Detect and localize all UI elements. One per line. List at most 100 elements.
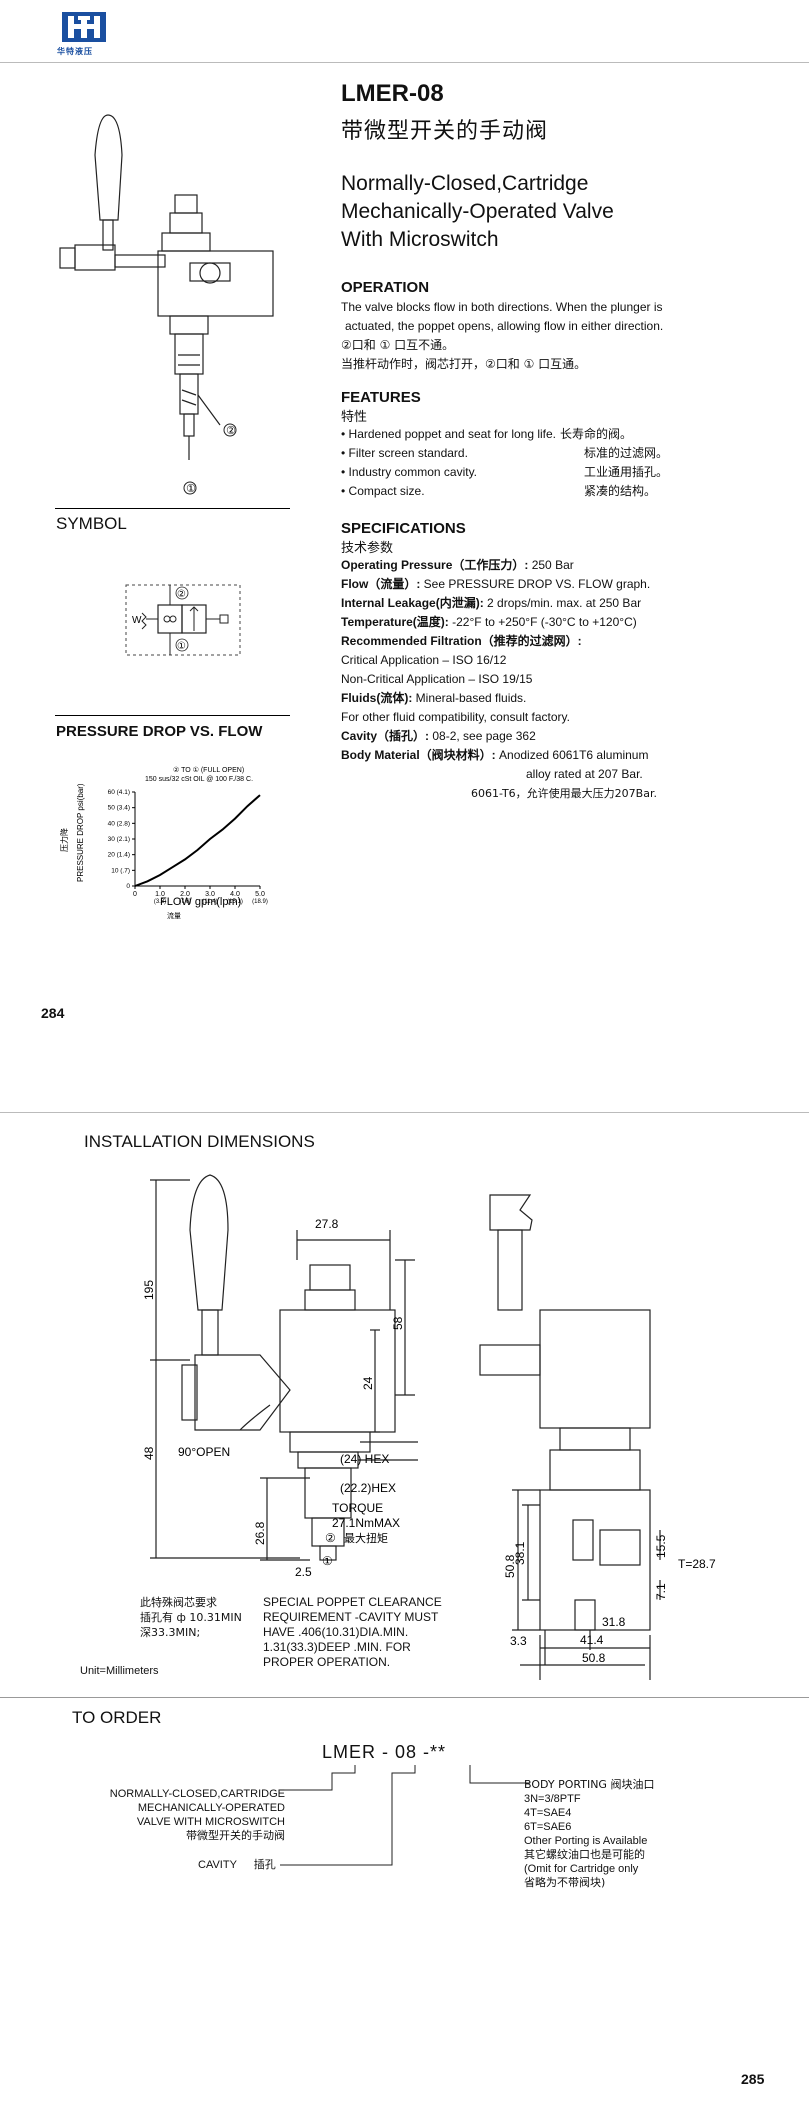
feature-cn: 紧凑的结构。: [584, 484, 657, 498]
chart-x-tick-label: 0: [133, 891, 137, 898]
chart-x-tick-label: 3.0: [205, 891, 215, 898]
feature-item: • Industry common cavity. 工业通用插孔。: [341, 463, 781, 482]
spec-value: Mineral-based fluids.: [412, 691, 527, 705]
cavity-note-en-line: REQUIREMENT -CAVITY MUST: [263, 1610, 439, 1624]
torque-label-cn: 最大扭矩: [344, 1531, 388, 1545]
spec-label: Cavity（插孔）:: [341, 729, 430, 743]
dim-24: 24: [361, 1376, 375, 1390]
chart-x-tick-sublabel: (7.6): [179, 899, 191, 905]
feature-en: • Industry common cavity.: [341, 465, 478, 479]
chart-legend-line2: 150 sus/32 cSt OIL @ 100 F./38 C.: [145, 776, 253, 783]
dim-41-4: 41.4: [580, 1633, 604, 1647]
valve-cutaway-drawing: ② ①: [59, 114, 274, 495]
chart-y-tick-label: 10 (.7): [111, 867, 130, 874]
cutaway-port2-label: ②: [226, 425, 236, 437]
installation-heading: INSTALLATION DIMENSIONS: [84, 1132, 315, 1151]
symbol-rule: [55, 508, 290, 509]
cavity-note-cn-line: 深33.3MIN;: [140, 1626, 201, 1639]
features-heading: FEATURES: [341, 389, 421, 406]
symbol-port2-label: ②: [177, 589, 186, 600]
spec-value: Critical Application – ISO 16/12: [341, 653, 507, 667]
order-description: NORMALLY-CLOSED,CARTRIDGE MECHANICALLY-O…: [68, 1787, 285, 1843]
order-description-line: VALVE WITH MICROSWITCH: [136, 1816, 285, 1828]
chart-ylabel-cn: 压力降: [59, 828, 69, 852]
cavity-note-en-line: SPECIAL POPPET CLEARANCE: [263, 1595, 442, 1609]
chart-y-tick-label: 50 (3.4): [108, 805, 130, 812]
order-description-line: NORMALLY-CLOSED,CARTRIDGE: [109, 1788, 285, 1800]
dim-195: 195: [142, 1280, 156, 1300]
spec-row: alloy rated at 207 Bar.: [341, 765, 791, 784]
symbol-heading: SYMBOL: [56, 514, 127, 533]
order-description-line: 带微型开关的手动阀: [186, 1829, 285, 1842]
operation-line: actuated, the poppet opens, allowing flo…: [345, 319, 664, 333]
chart-x-tick-label: 1.0: [155, 891, 165, 898]
operation-line: ②口和 ① 口互不通。: [341, 338, 455, 352]
spec-label: Fluids(流体):: [341, 691, 413, 705]
spec-row: Temperature(温度): -22°F to +250°F (-30°C …: [341, 613, 791, 632]
spec-row: Fluids(流体): Mineral-based fluids.: [341, 689, 791, 708]
chart-xlabel: FLOW gpm(lpm): [160, 896, 241, 908]
torque-label: TORQUE: [332, 1501, 383, 1515]
dim-50-8-vertical: 50.8: [503, 1554, 517, 1578]
feature-item: • Compact size. 紧凑的结构。: [341, 482, 781, 501]
order-divider: [0, 1697, 809, 1698]
company-logo-icon: [62, 12, 106, 42]
chart-x-tick-sublabel: (11.4): [202, 899, 217, 905]
order-porting-line: 其它螺纹油口也是可能的: [524, 1848, 645, 1861]
specifications-heading-cn: 技术参数: [341, 541, 394, 556]
feature-item: • Hardened poppet and seat for long life…: [341, 425, 781, 444]
spec-row: Flow（流量）: See PRESSURE DROP VS. FLOW gra…: [341, 575, 791, 594]
page-divider: [0, 1112, 809, 1113]
feature-en: • Compact size.: [341, 484, 425, 498]
order-porting-line: 省略为不带阀块): [524, 1876, 606, 1889]
cavity-note-cn-line: 插孔有 ф 10.31MIN: [140, 1611, 242, 1624]
chart-y-tick-label: 40 (2.8): [108, 820, 130, 827]
dim-48: 48: [142, 1446, 156, 1460]
spec-label: Operating Pressure（工作压力）:: [341, 558, 529, 572]
dim-27-8: 27.8: [315, 1217, 339, 1231]
spec-row: 6061-T6，允许使用最大压力207Bar.: [341, 784, 791, 803]
order-cavity-cn: 插孔: [253, 1858, 276, 1871]
spec-value: 6061-T6，允许使用最大压力207Bar.: [471, 787, 657, 800]
chart-y-tick-label: 30 (2.1): [108, 836, 130, 843]
chart-y-tick-label: 20 (1.4): [108, 852, 130, 859]
specifications-list: Operating Pressure（工作压力）: 250 Bar Flow（流…: [341, 556, 791, 803]
feature-cn: 工业通用插孔。: [584, 465, 669, 479]
spec-row: Recommended Filtration（推荐的过滤网）:: [341, 632, 791, 651]
dim-hex-22: (22.2)HEX: [340, 1481, 396, 1495]
spec-row: Operating Pressure（工作压力）: 250 Bar: [341, 556, 791, 575]
chinese-title: 带微型开关的手动阀: [341, 119, 549, 144]
hydraulic-symbol-drawing: W ② ①: [125, 584, 241, 656]
spec-label: Internal Leakage(内泄漏):: [341, 596, 484, 610]
english-title-line: Mechanically-Operated Valve: [341, 200, 614, 223]
spec-label: Recommended Filtration（推荐的过滤网）:: [341, 634, 582, 648]
cutaway-port1-label: ①: [186, 483, 196, 495]
chart-legend-line1: ② TO ① (FULL OPEN): [173, 766, 244, 774]
operation-line: 当推杆动作时，阀芯打开，②口和 ① 口互通。: [341, 357, 587, 371]
dim-31-8: 31.8: [602, 1615, 626, 1629]
dim-2-5: 2.5: [295, 1565, 312, 1579]
cavity-note-cn: 此特殊阀芯要求 插孔有 ф 10.31MIN 深33.3MIN;: [140, 1595, 242, 1640]
cavity-note-en: SPECIAL POPPET CLEARANCE REQUIREMENT -CA…: [263, 1595, 442, 1670]
spec-value: -22°F to +250°F (-30°C to +120°C): [448, 615, 637, 629]
feature-cn: 标准的过滤网。: [584, 446, 669, 460]
order-porting-line: BODY PORTING 阀块油口: [524, 1778, 655, 1791]
spec-label: Body Material（阀块材料）:: [341, 748, 496, 762]
operation-text: The valve blocks flow in both directions…: [341, 298, 781, 374]
specifications-heading: SPECIFICATIONS: [341, 520, 466, 537]
order-porting-line: Other Porting is Available: [524, 1835, 648, 1847]
dim-t-28-7: T=28.7: [678, 1557, 716, 1571]
spec-value: 2 drops/min. max. at 250 Bar: [483, 596, 642, 610]
chart-x-tick-sublabel: (18.9): [252, 899, 268, 905]
order-leader-lines: [280, 1765, 530, 1866]
order-cavity-text: CAVITY: [198, 1859, 237, 1871]
spec-row: Internal Leakage(内泄漏): 2 drops/min. max.…: [341, 594, 791, 613]
chart-x-tick-sublabel: (3.8): [154, 899, 166, 905]
dim-15-5: 15.5: [654, 1534, 668, 1558]
english-title-line: Normally-Closed,Cartridge: [341, 172, 589, 195]
order-porting-line: 6T=SAE6: [524, 1821, 572, 1833]
cavity-note-cn-line: 此特殊阀芯要求: [140, 1596, 217, 1609]
operation-section: OPERATION The valve blocks flow in both …: [341, 279, 781, 374]
spec-label: Temperature(温度):: [341, 615, 449, 629]
page-number-bottom: 285: [741, 2071, 765, 2087]
